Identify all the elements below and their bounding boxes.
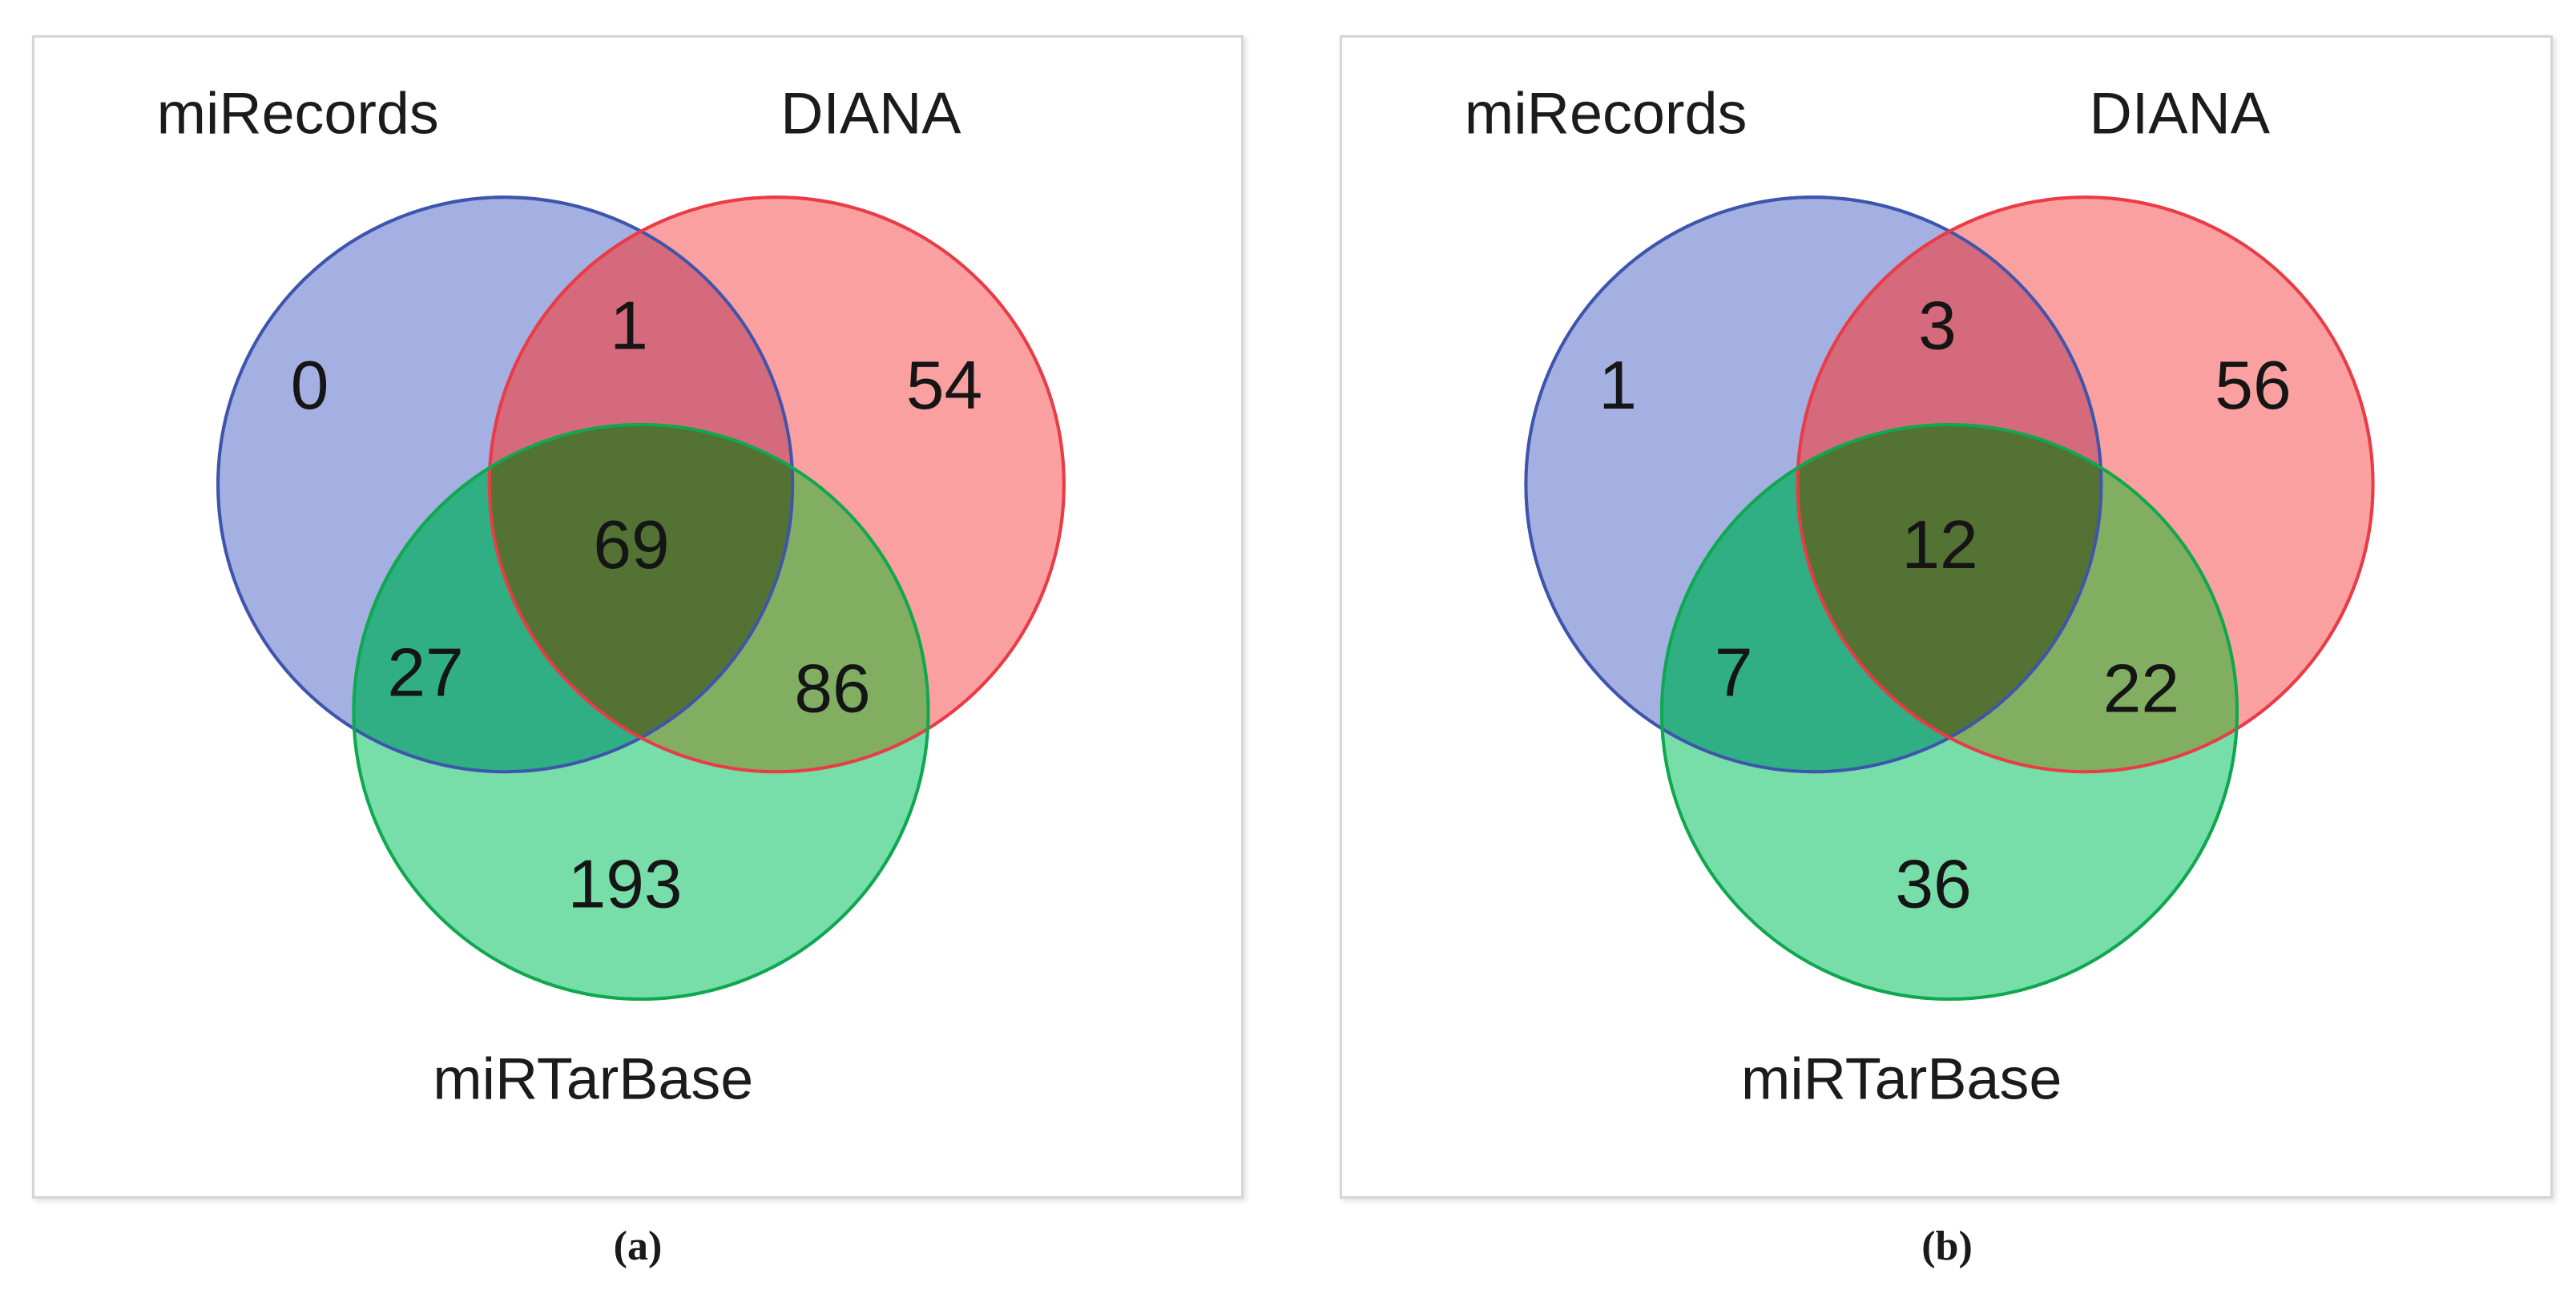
panel-caption-a: (a) [613, 1223, 663, 1269]
venn-diagram-a: miRecords DIANA miRTarBase 0 54 1 69 27 … [157, 80, 1066, 1112]
count-mirecords-mirtarbase: 7 [1715, 635, 1753, 711]
count-mirecords-diana: 1 [610, 287, 648, 364]
count-all-three: 69 [593, 506, 669, 583]
count-all-three: 12 [1901, 506, 1977, 583]
count-only-mirtarbase: 36 [1895, 846, 1971, 923]
count-mirecords-mirtarbase: 27 [387, 635, 463, 711]
count-only-mirecords: 1 [1598, 347, 1637, 424]
count-diana-mirtarbase: 22 [2103, 651, 2179, 728]
panel-caption-b: (b) [1921, 1223, 1973, 1269]
set-label-mirtarbase: miRTarBase [1741, 1046, 2062, 1112]
venn-panel-a: miRecords DIANA miRTarBase 0 54 1 69 27 … [32, 35, 1244, 1199]
count-only-diana: 56 [2215, 347, 2291, 424]
set-label-mirecords: miRecords [1465, 80, 1748, 147]
set-label-diana: DIANA [2089, 80, 2270, 147]
venn-panel-b: miRecords DIANA miRTarBase 1 56 3 12 7 2… [1340, 35, 2553, 1199]
count-only-mirecords: 0 [291, 347, 329, 424]
set-label-mirecords: miRecords [157, 80, 439, 147]
count-diana-mirtarbase: 86 [794, 651, 870, 728]
venn-diagram-b: miRecords DIANA miRTarBase 1 56 3 12 7 2… [1465, 80, 2375, 1112]
count-only-diana: 54 [906, 347, 982, 424]
count-only-mirtarbase: 193 [568, 846, 683, 923]
count-mirecords-diana: 3 [1918, 287, 1957, 364]
set-label-diana: DIANA [780, 80, 961, 147]
set-label-mirtarbase: miRTarBase [433, 1046, 753, 1112]
